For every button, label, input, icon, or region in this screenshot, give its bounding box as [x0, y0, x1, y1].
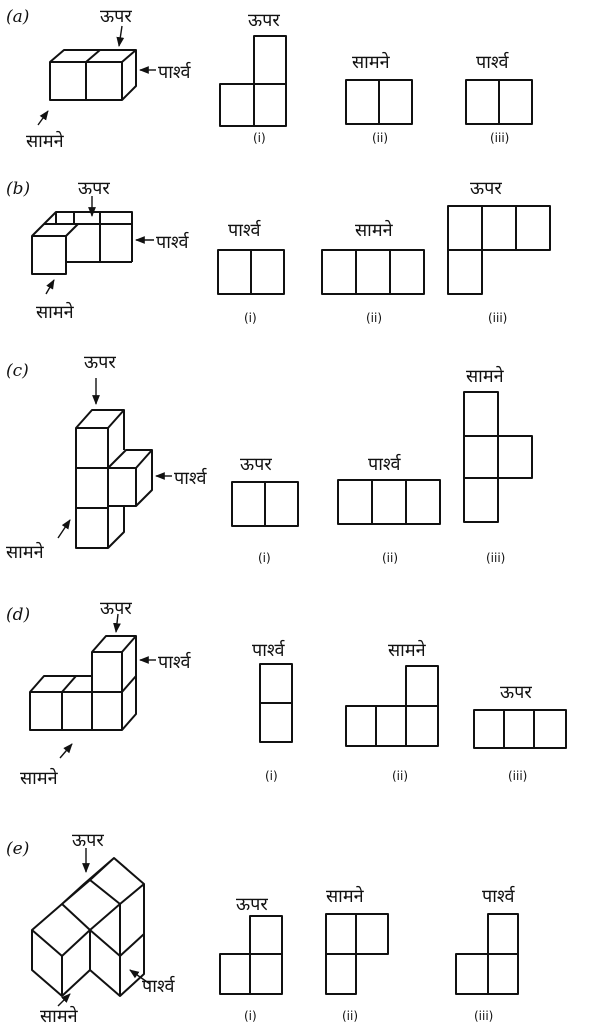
- view-e-ii-number: (ii): [342, 1009, 358, 1023]
- arrows-c: [57, 378, 172, 539]
- view-d-i: पार्श्व (i): [252, 639, 293, 783]
- view-d-ii-title: सामने: [388, 639, 427, 661]
- view-e-iii-title: पार्श्व: [482, 885, 516, 907]
- view-e-ii-title: सामने: [326, 885, 365, 907]
- view-b-i-number: (i): [244, 311, 257, 325]
- view-e-i-number: (i): [244, 1009, 257, 1023]
- view-d-ii: सामने (ii): [345, 639, 439, 783]
- side-label-d: पार्श्व: [158, 651, 192, 673]
- view-e-ii: सामने (ii): [325, 885, 389, 1023]
- arrows-e: [57, 848, 151, 1007]
- solid-e: [31, 857, 145, 997]
- view-c-ii-number: (ii): [382, 551, 398, 565]
- side-label-e: पार्श्व: [142, 975, 176, 997]
- problem-e: (e) ऊपर पार्श्व सामने ऊपर (i) सामने (ii)…: [6, 830, 519, 1027]
- view-c-i-number: (i): [258, 551, 271, 565]
- arrows-a: [37, 25, 156, 126]
- side-label-c: पार्श्व: [174, 467, 208, 489]
- solid-b: [31, 211, 133, 275]
- view-d-i-title: पार्श्व: [252, 639, 286, 661]
- view-b-i-title: पार्श्व: [228, 219, 262, 241]
- view-c-i: ऊपर (i): [231, 454, 299, 565]
- view-b-i: पार्श्व (i): [217, 219, 285, 325]
- view-d-iii: ऊपर (iii): [473, 682, 567, 783]
- view-a-i: ऊपर (i): [219, 10, 287, 145]
- problem-b: (b) ऊपर पार्श्व सामने पार्श्व (i) सामने …: [6, 178, 551, 325]
- view-d-iii-title: ऊपर: [500, 682, 532, 703]
- solid-a: [49, 49, 137, 101]
- front-label-a: सामने: [26, 130, 65, 152]
- view-c-iii: सामने (iii): [463, 365, 533, 565]
- view-c-iii-number: (iii): [486, 551, 505, 565]
- view-a-ii-number: (ii): [372, 131, 388, 145]
- view-a-i-title: ऊपर: [248, 10, 280, 31]
- part-label-c: (c): [6, 361, 29, 381]
- top-label-a: ऊपर: [100, 6, 132, 27]
- problem-a: (a) ऊपर पार्श्व सामने ऊपर (i) सामने (ii)…: [6, 6, 533, 152]
- view-e-iii-number: (iii): [474, 1009, 493, 1023]
- part-label-a: (a): [6, 7, 29, 27]
- view-e-iii: पार्श्व (iii): [455, 885, 519, 1023]
- solid-c: [75, 409, 153, 549]
- problem-d: (d) ऊपर पार्श्व सामने पार्श्व (i) सामने …: [6, 598, 567, 789]
- part-label-b: (b): [6, 179, 30, 199]
- view-b-iii: ऊपर (iii): [447, 178, 551, 325]
- view-a-iii-title: पार्श्व: [476, 51, 510, 73]
- view-b-ii-title: सामने: [355, 219, 394, 241]
- view-a-i-number: (i): [253, 131, 266, 145]
- part-label-e: (e): [6, 839, 29, 859]
- view-e-i: ऊपर (i): [219, 894, 283, 1023]
- view-a-ii: सामने (ii): [345, 51, 413, 145]
- front-label-b: सामने: [36, 301, 75, 323]
- problem-c: (c) ऊपर पार्श्व सामने ऊपर (i) पार्श्व (i…: [6, 352, 533, 565]
- part-label-d: (d): [6, 605, 30, 625]
- view-a-ii-title: सामने: [352, 51, 391, 73]
- top-label-e: ऊपर: [72, 830, 104, 851]
- front-label-e: सामने: [40, 1005, 79, 1027]
- view-d-i-number: (i): [265, 769, 278, 783]
- view-a-iii: पार्श्व (iii): [465, 51, 533, 145]
- side-label-b: पार्श्व: [156, 231, 190, 253]
- view-c-ii: पार्श्व (ii): [337, 453, 441, 565]
- view-b-iii-number: (iii): [488, 311, 507, 325]
- view-d-ii-number: (ii): [392, 769, 408, 783]
- view-b-ii-number: (ii): [366, 311, 382, 325]
- front-label-d: सामने: [20, 767, 59, 789]
- view-c-ii-title: पार्श्व: [368, 453, 402, 475]
- view-c-i-title: ऊपर: [240, 454, 272, 475]
- arrows-b: [45, 196, 154, 295]
- view-a-iii-number: (iii): [490, 131, 509, 145]
- arrows-d: [59, 613, 156, 759]
- view-d-iii-number: (iii): [508, 769, 527, 783]
- front-label-c: सामने: [6, 541, 45, 563]
- top-label-c: ऊपर: [84, 352, 116, 373]
- view-b-iii-title: ऊपर: [470, 178, 502, 199]
- side-label-a: पार्श्व: [158, 61, 192, 83]
- solid-d: [29, 635, 137, 731]
- top-label-d: ऊपर: [100, 598, 132, 619]
- view-c-iii-title: सामने: [466, 365, 505, 387]
- view-e-i-title: ऊपर: [236, 894, 268, 915]
- view-b-ii: सामने (ii): [321, 219, 425, 325]
- top-label-b: ऊपर: [78, 178, 110, 199]
